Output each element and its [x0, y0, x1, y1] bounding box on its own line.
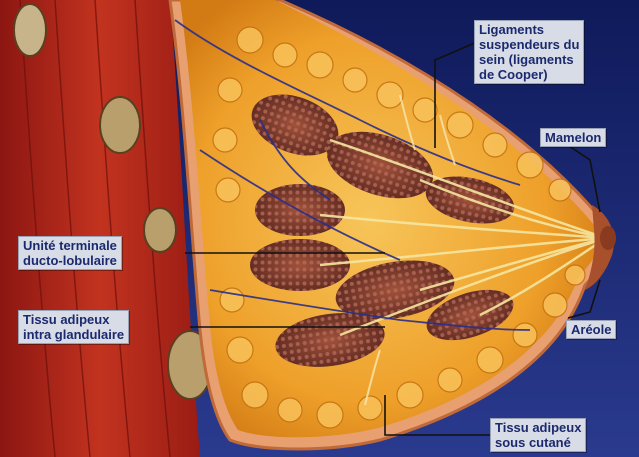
label-tissu-adipeux-intra: Tissu adipeux intra glandulaire	[18, 310, 129, 344]
label-mamelon: Mamelon	[540, 128, 606, 147]
label-cooper-ligaments: Ligaments suspendeurs du sein (ligaments…	[474, 20, 584, 84]
label-tissu-adipeux-sous-cutane: Tissu adipeux sous cutané	[490, 418, 586, 452]
nipple	[600, 226, 616, 250]
label-areole: Aréole	[566, 320, 616, 339]
label-unite-terminale: Unité terminale ducto-lobulaire	[18, 236, 122, 270]
